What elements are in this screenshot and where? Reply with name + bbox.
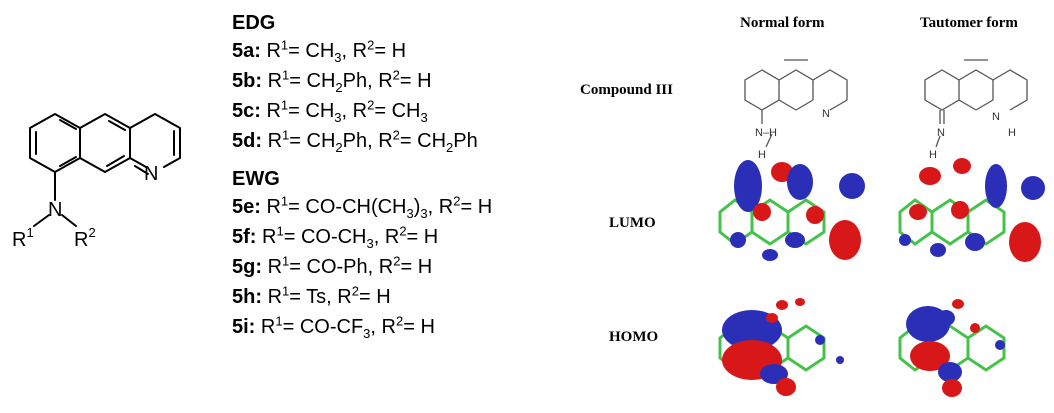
tautomer-atom-h-ring: H [1008,127,1016,139]
compound-5i: 5i: R1= CO-CF3, R2= H [232,313,435,341]
normal-atom-h: H [758,149,766,161]
compound-iii-tautomer-structure [924,59,1028,148]
lumo-tautomer-orbital [898,158,1045,262]
compound-5e: 5e: R1= CO-CH(CH3)3, R2= H [232,193,493,221]
edg-title: EDG [232,12,276,34]
compound-5c: 5c: R1= CH3, R2= CH3 [232,97,428,125]
tautomer-atom-n-ring: N [992,111,1000,123]
tautomer-atom-h-exo: H [929,149,937,161]
compound-5g: 5g: R1= CO-Ph, R2= H [232,253,433,278]
compound-id: 5c: [232,100,261,122]
ring-b-bond-right [104,157,131,173]
compound-5f: 5f: R1= CO-CH3, R2= H [232,223,439,251]
ring-c-bond-cn [163,157,181,168]
compound-id: 5g: [232,256,262,278]
compound-id: 5f: [232,226,257,248]
n-r2-bond [61,214,77,227]
lumo-normal-orbital [718,160,865,261]
header-normal-form: Normal form [740,15,825,31]
scheme-atom-r1: R1 [12,225,34,251]
compound-id: 5a: [232,40,261,62]
ring-a [29,113,81,173]
label-compound-iii: Compound III [580,82,673,98]
label-lumo: LUMO [609,215,656,231]
compound-iii-normal-structure [744,59,848,148]
scheme-atom-n2: N [144,163,158,185]
compound-5a: 5a: R1= CH3, R2= H [232,37,407,65]
ring-b [79,113,131,159]
compound-id: 5e: [232,196,261,218]
compound-id: 5h: [232,286,262,308]
n-r1-bond [33,214,50,227]
header-tautomer-form: Tautomer form [920,15,1018,31]
compound-iii-tautomer-atoms: N N H H [929,111,1016,161]
compound-id: 5b: [232,70,262,92]
compound-5h: 5h: R1= Ts, R2= H [232,283,391,308]
scheme-atom-r2: R2 [74,225,96,251]
ewg-title: EWG [232,168,280,190]
compound-iii-normal-atoms: N–H N H [755,108,830,161]
normal-atom-n-ring: N [822,108,830,120]
homo-normal-orbital [718,298,844,396]
homo-tautomer-orbital [898,299,1006,397]
compound-id: 5d: [232,130,262,152]
ring-b-double [108,120,126,131]
scheme-labels: N R1 R2 N [12,163,158,251]
ring-c-double-2 [134,165,149,175]
compound-5b: 5b: R1= CH2Ph, R2= H [232,67,432,95]
row-labels: Compound III LUMO HOMO [580,82,673,345]
ring-a-double-3 [59,156,77,167]
column-headers: Normal form Tautomer form [740,15,1018,31]
ring-a-double-2 [59,119,77,130]
normal-atom-nh: N–H [755,127,777,139]
substituent-list: EDG 5a: R1= CH3, R2= H 5b: R1= CH2Ph, R2… [232,10,592,342]
label-homo: HOMO [609,329,658,345]
tautomer-atom-n-exo: N [937,127,945,139]
ring-b-double-2 [106,155,125,167]
compound-5d: 5d: R1= CH2Ph, R2= CH2Ph [232,127,478,155]
scheme-atom-n1: N [48,199,62,221]
ring-c-bond-cn2 [129,157,147,168]
ring-b-bond-bottom [79,157,106,173]
compound-id: 5i: [232,316,256,338]
benzoquinoline-scheme [29,113,181,227]
ring-c [129,113,181,159]
